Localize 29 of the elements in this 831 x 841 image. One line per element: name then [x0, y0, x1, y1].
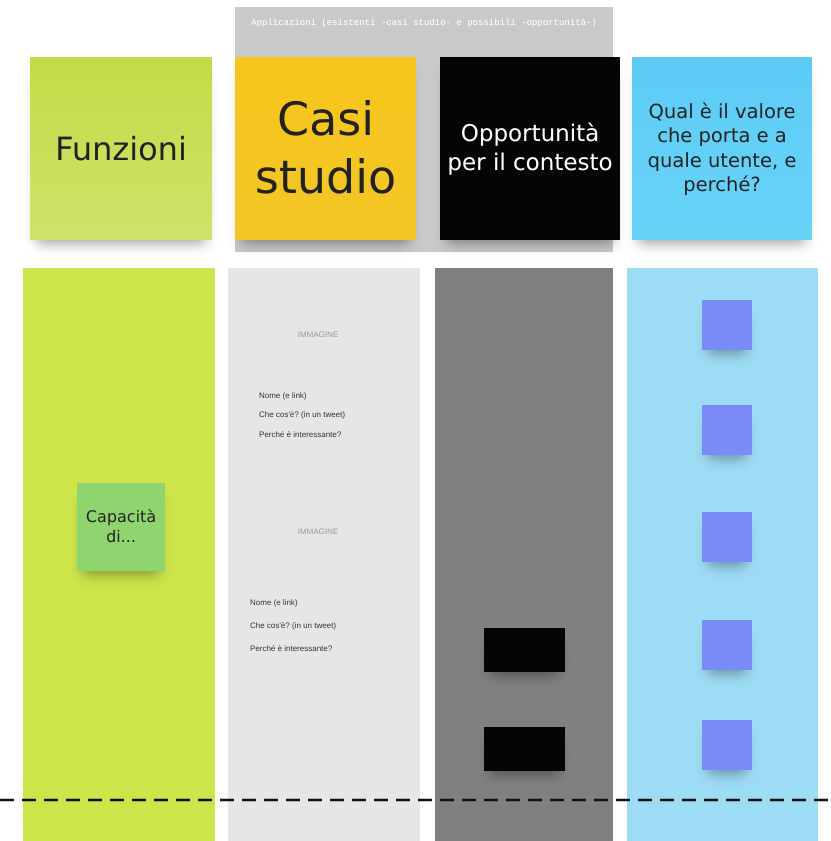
column-panel	[627, 268, 818, 841]
sticky-note	[484, 727, 565, 771]
image-placeholder-text: IMMAGINE	[296, 330, 340, 339]
column-panel	[228, 268, 420, 841]
sticky-note	[77, 483, 165, 571]
sticky-note	[702, 300, 752, 350]
prompt-text: Perché è interessante?	[259, 430, 342, 439]
note-text: Opportunità per il contesto	[446, 120, 614, 178]
sticky-note	[632, 57, 812, 240]
prompt-text: Nome (e link)	[259, 391, 308, 400]
sticky-note	[702, 620, 752, 670]
note-text: Capacità di...	[84, 507, 158, 547]
note-text: Funzioni	[54, 128, 188, 168]
prompt-text: Nome (e link)	[250, 598, 299, 607]
sticky-note	[440, 57, 620, 240]
note-text: Casi studio	[254, 91, 398, 206]
sticky-note	[702, 512, 752, 562]
sticky-note	[702, 405, 752, 455]
column-panel	[435, 268, 613, 841]
sticky-note	[235, 57, 416, 240]
note-text: Qual è il valore che porta e a quale utente, e perché?	[646, 100, 798, 198]
sticky-note	[702, 720, 752, 770]
column-panel	[23, 268, 215, 841]
sticky-note	[484, 628, 565, 672]
sticky-note	[30, 57, 212, 240]
prompt-text: Che cos'è? (in un tweet)	[259, 410, 346, 419]
prompt-text: Perché è interessante?	[250, 644, 334, 653]
image-placeholder-text: IMMAGINE	[296, 527, 340, 536]
prompt-text: Che cos'è? (in un tweet)	[250, 621, 338, 630]
